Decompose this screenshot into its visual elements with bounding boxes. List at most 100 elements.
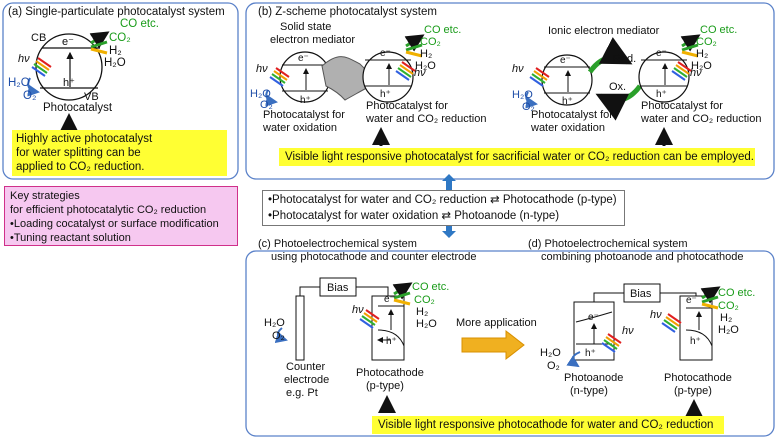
solid-mediator-line2: electron mediator: [270, 34, 355, 46]
panel-c-h2o: H₂O: [416, 318, 437, 330]
panel-c-co-etc: CO etc.: [412, 281, 449, 293]
panel-a-hole: h⁺: [63, 77, 75, 89]
panel-a-hv: hν: [18, 53, 30, 65]
panel-d-bias-box: [623, 283, 661, 303]
panel-d-cathode-line1: Photocathode: [664, 372, 732, 384]
ionic-red-label-line2: water and CO₂ reduction: [640, 113, 761, 125]
blue-double-arrow-lower: [442, 226, 456, 238]
panel-c-co2: CO₂: [414, 294, 435, 306]
panel-c-hv: hν: [352, 304, 364, 316]
panel-c-bias-box: [319, 277, 357, 297]
panel-d-o2: O₂: [547, 360, 560, 372]
z-red-electron: e⁻: [380, 48, 391, 59]
panel-a-h2o-left: H₂O: [8, 77, 30, 89]
panel-a-h2: H₂: [109, 45, 122, 57]
counter-label-line3: e.g. Pt: [286, 387, 318, 399]
panel-b-title: (b) Z-scheme photocatalyst system: [258, 6, 437, 18]
panel-c-cathode-line2: (p-type): [366, 380, 404, 392]
panel-c-hole: h⁺: [386, 336, 397, 347]
cb-label: CB: [31, 32, 46, 44]
z-red-co-etc: CO etc.: [424, 24, 461, 36]
ionic-red-h2o: H₂O: [691, 60, 712, 72]
correspondence-line2: •Photocatalyst for water oxidation ⇄ Pho…: [268, 210, 560, 222]
panel-d-co2: CO₂: [718, 300, 739, 312]
key-strategies-line4: •Tuning reactant solution: [10, 232, 131, 244]
panel-d-title-line2: combining photoanode and photocathode: [541, 251, 743, 263]
panel-a-highlight-line1: Highly active photocatalyst: [16, 133, 153, 145]
panel-c-electron: e⁻: [384, 294, 395, 305]
panel-d-anode-hv: hν: [622, 325, 634, 337]
panel-a-electron: e⁻: [62, 36, 74, 48]
panel-d-anode-electron: e⁻: [588, 312, 599, 323]
ionic-ox-hole: h⁺: [562, 96, 573, 107]
panel-d-cathode-hole: h⁺: [690, 336, 701, 347]
ionic-ox-label-line1: Photocatalyst for: [531, 109, 613, 121]
panel-d-highlight: Visible light responsive photocathode fo…: [372, 416, 724, 434]
z-red-label-line1: Photocatalyst for: [366, 100, 448, 112]
ox-label: Ox.: [609, 81, 626, 93]
z-red-h2: H₂: [420, 48, 432, 60]
panel-a-o2: O₂: [23, 90, 36, 102]
z-ox-label-line1: Photocatalyst for: [263, 109, 345, 121]
panel-d-cathode-line2: (p-type): [674, 385, 712, 397]
z-ox-o2: O₂: [260, 99, 273, 111]
ionic-ox-hv: hν: [512, 63, 524, 75]
panel-a-co-etc: CO etc.: [120, 18, 159, 30]
panel-c-counter-electrode: [295, 295, 305, 361]
counter-label-line1: Counter: [286, 361, 325, 373]
panel-b-frame: [245, 2, 775, 180]
z-ox-hv: hν: [256, 63, 268, 75]
panel-a-highlight-line2: for water splitting can be: [16, 147, 141, 159]
panel-d-anode-line2: (n-type): [570, 385, 608, 397]
ionic-red-hv: hν: [690, 67, 702, 79]
solid-mediator-ribbon: [321, 56, 379, 101]
panel-d-anode-hole: h⁺: [585, 348, 596, 359]
panel-d-h2o: H₂O: [540, 347, 561, 359]
panel-a-h2o-right: H₂O: [104, 57, 126, 69]
panel-c-bias: Bias: [327, 282, 349, 294]
z-red-h2o: H₂O: [415, 60, 436, 72]
ionic-ox-o2: O₂: [522, 101, 535, 113]
panel-a-highlight-line3: applied to CO₂ reduction.: [16, 161, 145, 173]
panel-a-title: (a) Single-particulate photocatalyst sys…: [8, 6, 225, 18]
panel-b-highlight: Visible light responsive photocatalyst f…: [279, 148, 755, 166]
panel-c-title-line1: (c) Photoelectrochemical system: [258, 238, 417, 250]
panel-a-frame: [2, 2, 239, 180]
z-ox-hole: h⁺: [300, 95, 311, 106]
z-ox-electron: e⁻: [298, 53, 309, 64]
more-application-label: More application: [456, 317, 537, 329]
key-strategies-line3: •Loading cocatalyst or surface modificat…: [10, 218, 219, 230]
red-label: Red.: [613, 53, 636, 65]
ionic-ox-label-line2: water oxidation: [530, 122, 605, 134]
panel-d-bias: Bias: [630, 288, 652, 300]
panel-d-cathode-hv: hν: [650, 309, 662, 321]
ionic-red-co-etc: CO etc.: [700, 24, 737, 36]
panel-d-anode-line1: Photoanode: [564, 372, 623, 384]
panel-a-co2: CO₂: [109, 32, 131, 44]
z-red-hole: h⁺: [380, 89, 391, 100]
solid-mediator-line1: Solid state: [280, 21, 331, 33]
blue-double-arrow-upper: [442, 174, 456, 191]
z-ox-h2o: H₂O: [250, 88, 271, 100]
ionic-mediator-label: Ionic electron mediator: [548, 25, 660, 37]
ionic-red-arrow: [587, 37, 633, 74]
ionic-red-h2: H₂: [696, 48, 708, 60]
correspondence-line1: •Photocatalyst for water and CO₂ reducti…: [268, 194, 617, 206]
key-strategies-line2: for efficient photocatalytic CO₂ reducti…: [10, 204, 207, 216]
panel-c-h2: H₂: [416, 306, 428, 318]
panel-d-cathode-electron: e⁻: [686, 295, 697, 306]
z-red-label-line2: water and CO₂ reduction: [365, 113, 486, 125]
panel-c-o2: O₂: [272, 330, 285, 342]
panel-d-h2: H₂: [720, 312, 732, 324]
panel-c-h2o-left: H₂O: [264, 317, 285, 329]
panel-a-particle: [35, 33, 103, 101]
ionic-red-co2: CO₂: [696, 36, 717, 48]
z-red-hv: hν: [414, 67, 426, 79]
ionic-red-electron: e⁻: [656, 48, 667, 59]
more-application-arrow: [461, 329, 525, 361]
panel-d-h2o-right: H₂O: [718, 324, 739, 336]
panel-a-highlight: Highly active photocatalyst for water sp…: [12, 130, 227, 176]
ionic-ox-arrow: [595, 84, 643, 121]
correspondence-box: •Photocatalyst for water and CO₂ reducti…: [262, 190, 625, 226]
